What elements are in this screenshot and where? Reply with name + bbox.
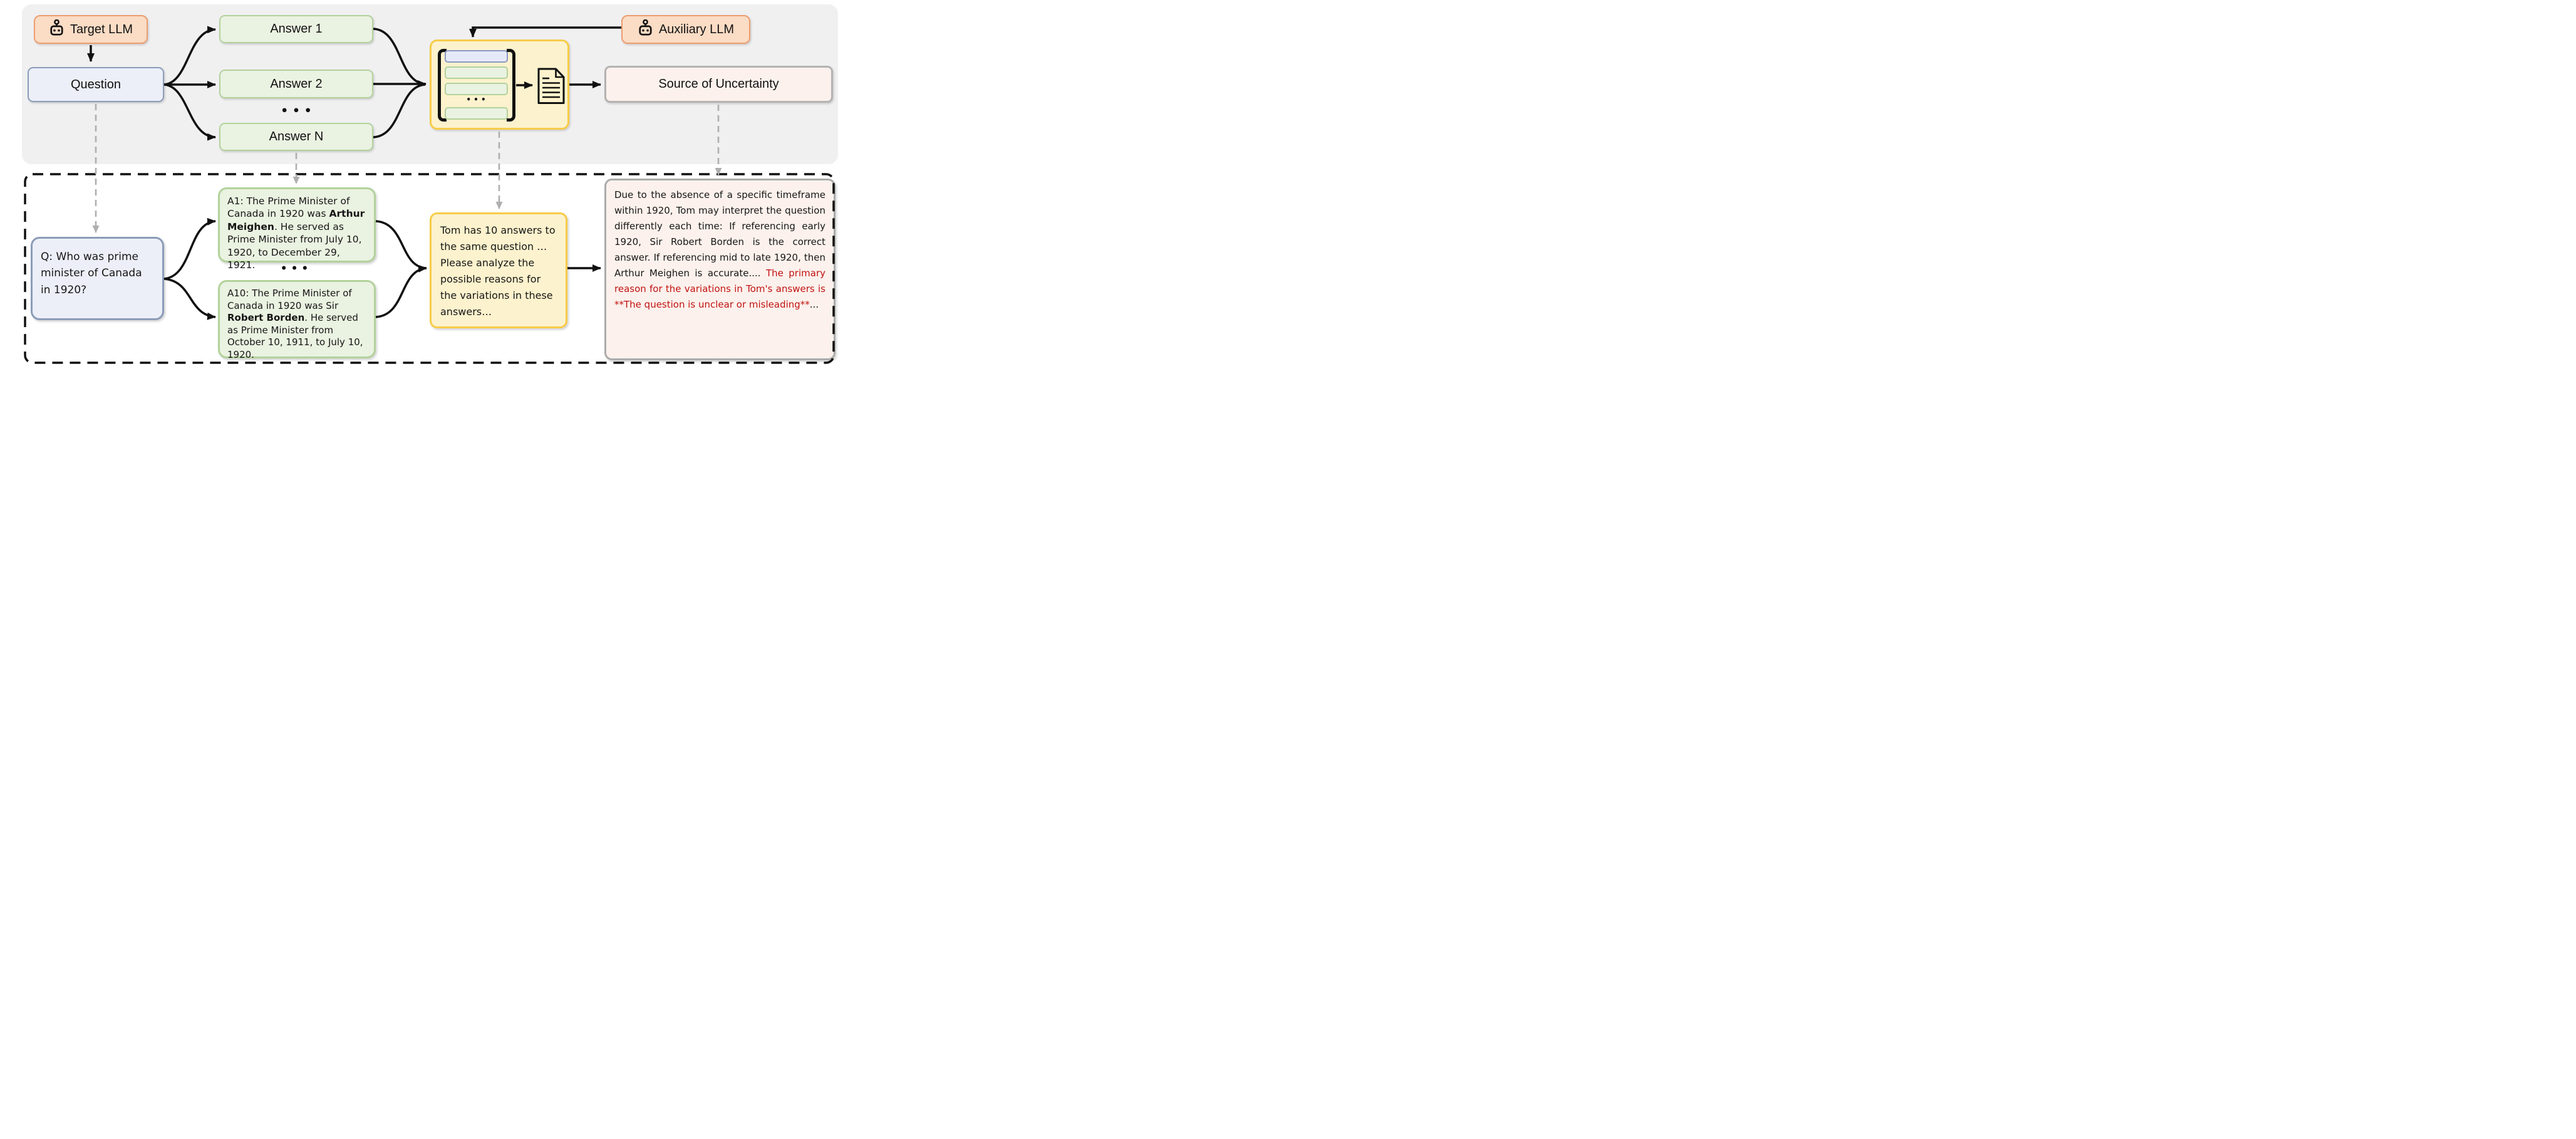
robot-icon xyxy=(638,19,653,39)
target-llm-label: Target LLM xyxy=(70,22,133,36)
example-answer1-box: A1: The Prime Minister of Canada in 1920… xyxy=(218,187,376,271)
question-box: Question xyxy=(28,67,164,102)
answer-n-label: Answer N xyxy=(269,130,324,143)
source-of-uncertainty-label: Source of Uncertainty xyxy=(658,77,779,91)
answers-ellipsis: • • • xyxy=(281,104,312,118)
stacked-question-bar xyxy=(445,50,508,63)
stacked-answer-bar-1 xyxy=(445,66,508,79)
stacked-answer-bar-2 xyxy=(445,83,508,95)
figure-canvas: Target LLM Question Answer 1 Answer 2 • … xyxy=(0,0,859,380)
example-answer10-box: A10: The Prime Minister of Canada in 192… xyxy=(218,280,376,360)
left-bracket-icon xyxy=(438,49,447,122)
analysis-prompt-box: Tom has 10 answers to the same question … xyxy=(430,212,567,328)
analysis-prompt-text: Tom has 10 answers to the same question … xyxy=(440,224,556,318)
auxiliary-llm-label: Auxiliary LLM xyxy=(658,22,735,36)
answer-n-box: Answer N xyxy=(219,123,373,151)
example-answer1-text: A1: The Prime Minister of Canada in 1920… xyxy=(227,195,365,271)
uncertainty-analysis-box: Due to the absence of a specific timefra… xyxy=(604,179,835,360)
answer-2-label: Answer 2 xyxy=(270,76,323,91)
auxiliary-llm-box: Auxiliary LLM xyxy=(621,15,750,44)
stacked-answer-bar-3 xyxy=(445,107,508,120)
uncertainty-analysis-text: Due to the absence of a specific timefra… xyxy=(614,189,825,311)
robot-icon xyxy=(49,19,65,39)
example-answer10-text: A10: The Prime Minister of Canada in 192… xyxy=(227,288,363,360)
stack-ellipsis: • • • xyxy=(466,95,486,104)
target-llm-box: Target LLM xyxy=(34,15,148,44)
question-label: Question xyxy=(70,77,122,91)
example-question-box: Q: Who was prime minister of Canada in 1… xyxy=(31,237,164,320)
answer-1-box: Answer 1 xyxy=(219,15,373,43)
example-answers-ellipsis: • • • xyxy=(280,263,309,275)
answer-2-box: Answer 2 xyxy=(219,70,373,98)
document-icon xyxy=(537,68,566,108)
example-question-text: Q: Who was prime minister of Canada in 1… xyxy=(41,251,142,296)
answer-collection-box: • • • xyxy=(430,39,569,130)
right-bracket-icon xyxy=(507,49,515,122)
source-of-uncertainty-box: Source of Uncertainty xyxy=(604,66,833,103)
answer-1-label: Answer 1 xyxy=(270,22,323,36)
